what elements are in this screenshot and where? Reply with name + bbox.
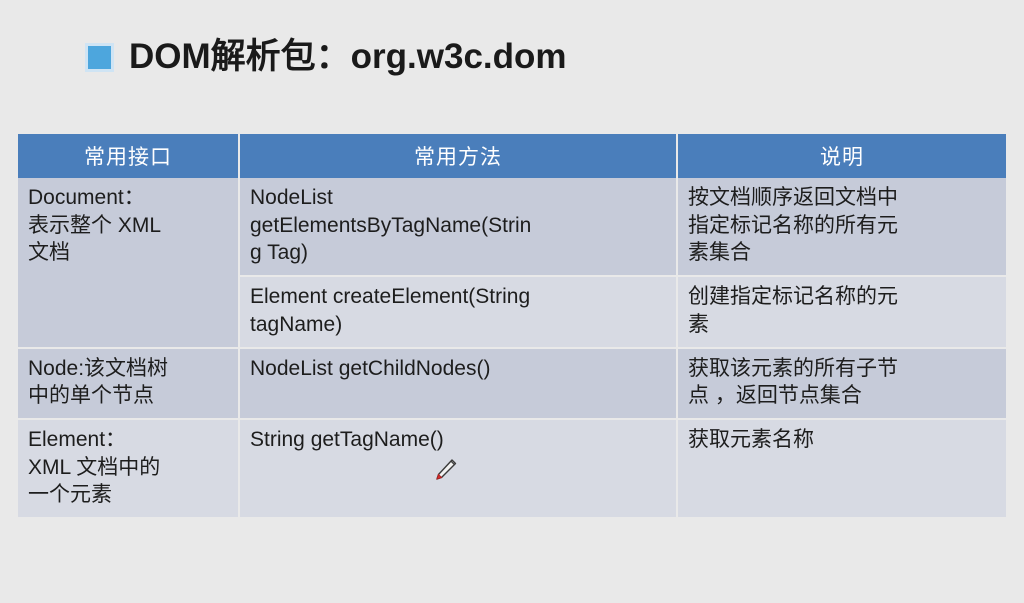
cell-text-line: 获取该元素的所有子节	[688, 356, 898, 380]
cell-text-line: 文档	[28, 241, 70, 265]
cell-text-line: Node:该文档树	[28, 356, 169, 380]
cell-text-line: tagName)	[250, 312, 343, 336]
cell-method-get-elements-by-tag-name: NodeList getElementsByTagName(Strin g Ta…	[239, 178, 678, 278]
cell-text-line: Element：	[28, 428, 127, 452]
blue-square-bullet-icon	[88, 45, 111, 69]
cell-description-get-elements-by-tag-name: 按文档顺序返回文档中 指定标记名称的所有元 素集合	[677, 178, 1006, 278]
cell-text-line: Document：	[28, 186, 145, 209]
cell-text-line: 素	[688, 312, 709, 336]
page-title-text: DOM解析包：org.w3c.dom	[129, 37, 567, 76]
cell-text-line: 按文档顺序返回文档中	[688, 186, 898, 209]
cell-text-line: 创建指定标记名称的元	[688, 285, 898, 309]
cell-description-get-child-nodes: 获取该元素的所有子节 点 ，返回节点集合	[677, 347, 1006, 421]
cell-method-get-child-nodes: NodeList getChildNodes()	[239, 347, 678, 421]
column-header-interface: 常用接口	[18, 134, 240, 178]
cell-text-line: XML 文档中的	[28, 455, 161, 479]
cell-text-line: 获取元素名称	[688, 428, 814, 452]
table-row: Node:该文档树 中的单个节点 NodeList getChildNodes(…	[18, 347, 1006, 421]
page-title: DOM解析包：org.w3c.dom	[88, 37, 567, 77]
column-header-description: 说明	[677, 134, 1006, 178]
cell-method-get-tag-name: String getTagName()	[239, 419, 678, 518]
cell-interface-node: Node:该文档树 中的单个节点	[18, 347, 240, 421]
cell-text-line: NodeList getChildNodes()	[250, 356, 491, 380]
cell-text-line: 表示整个 XML	[28, 213, 162, 237]
table-header-row: 常用接口 常用方法 说明	[18, 134, 1006, 178]
cell-text-line: 指定标记名称的所有元	[688, 213, 898, 237]
cell-interface-document: Document： 表示整个 XML 文档	[18, 178, 240, 349]
table-row: Element： XML 文档中的 一个元素 String getTagName…	[18, 419, 1006, 518]
cell-text-line: NodeList	[250, 186, 333, 209]
cell-description-get-tag-name: 获取元素名称	[677, 419, 1006, 518]
dom-api-table: 常用接口 常用方法 说明 Document： 表示整个 XML 文档 NodeL…	[18, 134, 1006, 518]
table-row: Document： 表示整个 XML 文档 NodeList getElemen…	[18, 178, 1006, 349]
cell-text-line: getElementsByTagName(Strin	[250, 213, 532, 237]
cell-text-line: Element createElement(String	[250, 285, 531, 309]
column-header-method: 常用方法	[239, 134, 678, 178]
cell-method-create-element: Element createElement(String tagName)	[239, 276, 678, 349]
cell-text-line: String getTagName()	[250, 428, 444, 452]
cell-description-create-element: 创建指定标记名称的元 素	[677, 276, 1006, 349]
cell-interface-element: Element： XML 文档中的 一个元素	[18, 419, 240, 518]
table-row: Element createElement(String tagName) 创建…	[18, 276, 1006, 349]
cell-text-line: 一个元素	[28, 483, 112, 507]
cell-text-line: 点 ，返回节点集合	[688, 384, 862, 408]
cell-text-line: 素集合	[688, 241, 751, 265]
cell-text-line: g Tag)	[250, 241, 308, 265]
cell-text-line: 中的单个节点	[28, 384, 154, 408]
